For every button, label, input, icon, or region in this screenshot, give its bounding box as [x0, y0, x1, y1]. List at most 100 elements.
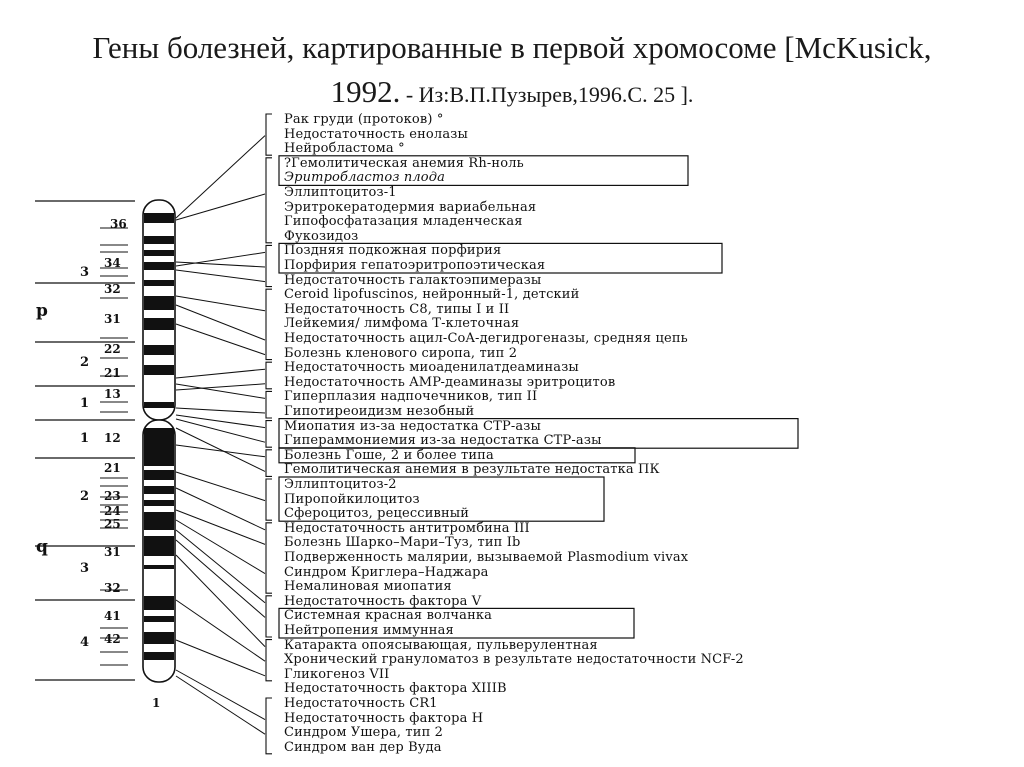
- band-label: 21: [104, 461, 121, 475]
- gene-label: Гипераммониемия из-за недостатка СТР-азы: [284, 433, 602, 449]
- region-label: 1: [80, 396, 90, 411]
- gene-label: Пиропойкилоцитоз: [284, 491, 420, 507]
- gene-label: Эллиптоцитоз-1: [284, 185, 397, 200]
- gene-label: Катаракта опоясывающая, пульверулентная: [284, 637, 598, 653]
- arm-label-p: p: [36, 301, 48, 321]
- gene-label: Рак груди (протоков) °: [284, 112, 444, 127]
- chromosome-dark-band: [144, 402, 174, 408]
- region-label: 4: [80, 635, 90, 650]
- connector-line: [175, 554, 266, 647]
- title-source: - Из:В.П.Пузырев,1996.С. 25 ].: [400, 82, 694, 107]
- gene-label: Недостаточность CR1: [284, 696, 438, 711]
- chromosome-dark-band: [144, 632, 174, 644]
- connector-line: [175, 599, 266, 662]
- gene-label: Недостаточность фактора V: [284, 593, 482, 609]
- gene-label: Немалиновая миопатия: [284, 579, 452, 595]
- connector-line: [175, 509, 266, 545]
- region-label: 3: [80, 265, 90, 280]
- connector-line: [175, 383, 266, 399]
- gene-group-bracket: [265, 595, 272, 638]
- gene-label: Болезнь кленового сиропа, тип 2: [284, 345, 518, 361]
- gene-label: Недостаточность AMP-деаминазы эритроцито…: [284, 374, 616, 390]
- gene-group-bracket: [265, 522, 272, 594]
- gene-label: Нейробластома °: [284, 141, 405, 157]
- band-label: 32: [104, 581, 121, 595]
- chromosome-dark-band: [144, 296, 174, 310]
- gene-label: ?Гемолитическая анемия Rh-ноль: [284, 155, 524, 171]
- title-line-1: Гены болезней, картированные в первой хр…: [92, 30, 932, 65]
- chromosome-dark-band: [144, 512, 174, 530]
- gene-label: Фукозидоз: [284, 228, 359, 244]
- gene-group-bracket: [265, 449, 272, 477]
- connector-line: [175, 383, 266, 391]
- gene-label: Ceroid lipofuscinos, нейронный-1, детски…: [284, 287, 580, 303]
- gene-group-bracket: [265, 420, 272, 448]
- connector-line: [175, 487, 266, 531]
- gene-label: Подверженность малярии, вызываемой Plasm…: [284, 550, 689, 565]
- connector-line: [175, 261, 266, 268]
- region-label: 2: [80, 355, 90, 370]
- chromosome-dark-band: [144, 213, 174, 223]
- gene-label: Лейкемия/ лимфома Т-клеточная: [284, 316, 520, 332]
- chromosome-dark-band: [144, 652, 174, 660]
- gene-label: Системная красная волчанка: [284, 608, 493, 624]
- gene-label: Недостаточность ацил-CoA-дегидрогеназы, …: [284, 331, 688, 346]
- chromosome-dark-band: [144, 236, 174, 244]
- connector-line: [175, 304, 266, 341]
- highlight-box: [278, 447, 636, 464]
- gene-label: Хронический грануломатоз в результате не…: [284, 652, 744, 668]
- connector-line: [175, 323, 266, 356]
- band-label: 41: [104, 609, 121, 623]
- gene-label: Недостаточность антитромбина III: [284, 520, 530, 536]
- band-label: 34: [104, 256, 121, 270]
- gene-group-bracket: [265, 697, 272, 755]
- region-label: 2: [80, 489, 90, 504]
- band-label: 23: [104, 489, 121, 503]
- chromosome-dark-band: [144, 596, 174, 610]
- gene-label: Поздняя подкожная порфирия: [284, 243, 502, 259]
- gene-label: Недостаточность миоаденилатдеаминазы: [284, 360, 579, 376]
- gene-label: Недостаточность фактора XIIIB: [284, 681, 507, 697]
- highlight-box: [278, 242, 723, 274]
- gene-group-bracket: [265, 244, 272, 288]
- chromosome-dark-band: [144, 250, 174, 256]
- chromosome-dark-band: [144, 565, 174, 569]
- gene-label: Синдром ван дер Вуда: [284, 739, 442, 755]
- band-label: 12: [104, 431, 121, 445]
- band-label: 13: [104, 387, 121, 401]
- connector-line: [175, 251, 266, 267]
- connector-line: [175, 269, 266, 283]
- band-label: 24: [104, 504, 121, 518]
- connector-line: [175, 539, 266, 618]
- title-line-2: 1992. - Из:В.П.Пузырев,1996.С. 25 ].: [0, 70, 1024, 117]
- band-label: 1: [152, 696, 161, 710]
- gene-label: Миопатия из-за недостатка СТР-азы: [284, 418, 542, 434]
- band-label: 25: [104, 517, 121, 531]
- band-label: 31: [104, 312, 121, 326]
- chromosome-dark-band: [144, 365, 174, 375]
- gene-label: Болезнь Шарко–Мари–Туз, тип Ib: [284, 535, 521, 551]
- gene-group-bracket: [265, 390, 272, 419]
- connector-line: [175, 295, 266, 312]
- gene-group-bracket: [265, 361, 272, 390]
- gene-label: Сфероцитоз, рецессивный: [284, 506, 470, 522]
- chromosome-dark-band: [144, 500, 174, 506]
- connector-line: [175, 471, 266, 502]
- connector-line: [175, 193, 266, 221]
- connector-line: [175, 418, 266, 443]
- connector-line: [175, 407, 266, 414]
- gene-group-bracket: [265, 478, 272, 521]
- highlight-box: [278, 607, 635, 639]
- chromosome-dark-band: [144, 616, 174, 622]
- gene-group-bracket: [265, 113, 272, 156]
- connector-line: [175, 669, 266, 721]
- connector-line: [175, 444, 266, 458]
- connector-line: [175, 529, 266, 604]
- band-label: 22: [104, 342, 121, 356]
- chromosome-dark-band: [144, 428, 174, 466]
- gene-label: Недостаточность фактора H: [284, 710, 484, 726]
- connector-line: [175, 519, 266, 575]
- gene-label: Эритробластоз плода: [284, 170, 446, 186]
- chromosome-dark-band: [144, 486, 174, 494]
- gene-label: Гипотиреоидизм незобный: [284, 404, 475, 419]
